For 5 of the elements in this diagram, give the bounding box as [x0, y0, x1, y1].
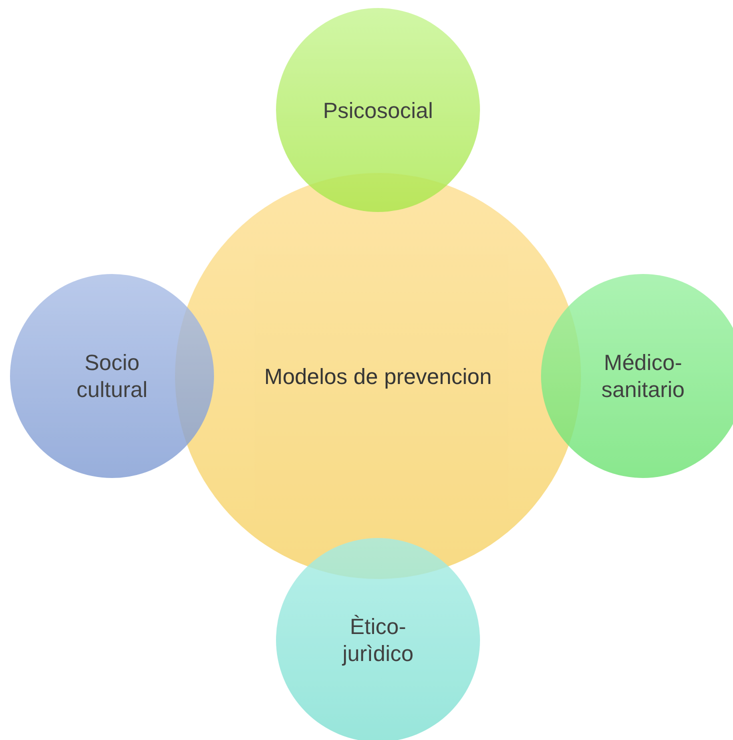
circle-label: Socio cultural	[76, 349, 148, 403]
circle-label: Médico- sanitario	[600, 349, 686, 403]
circle-label: Psicosocial	[322, 96, 434, 124]
circle-label: Modelos de prevencion	[264, 362, 492, 390]
circle-label: Ètico- jurìdico	[341, 613, 414, 667]
